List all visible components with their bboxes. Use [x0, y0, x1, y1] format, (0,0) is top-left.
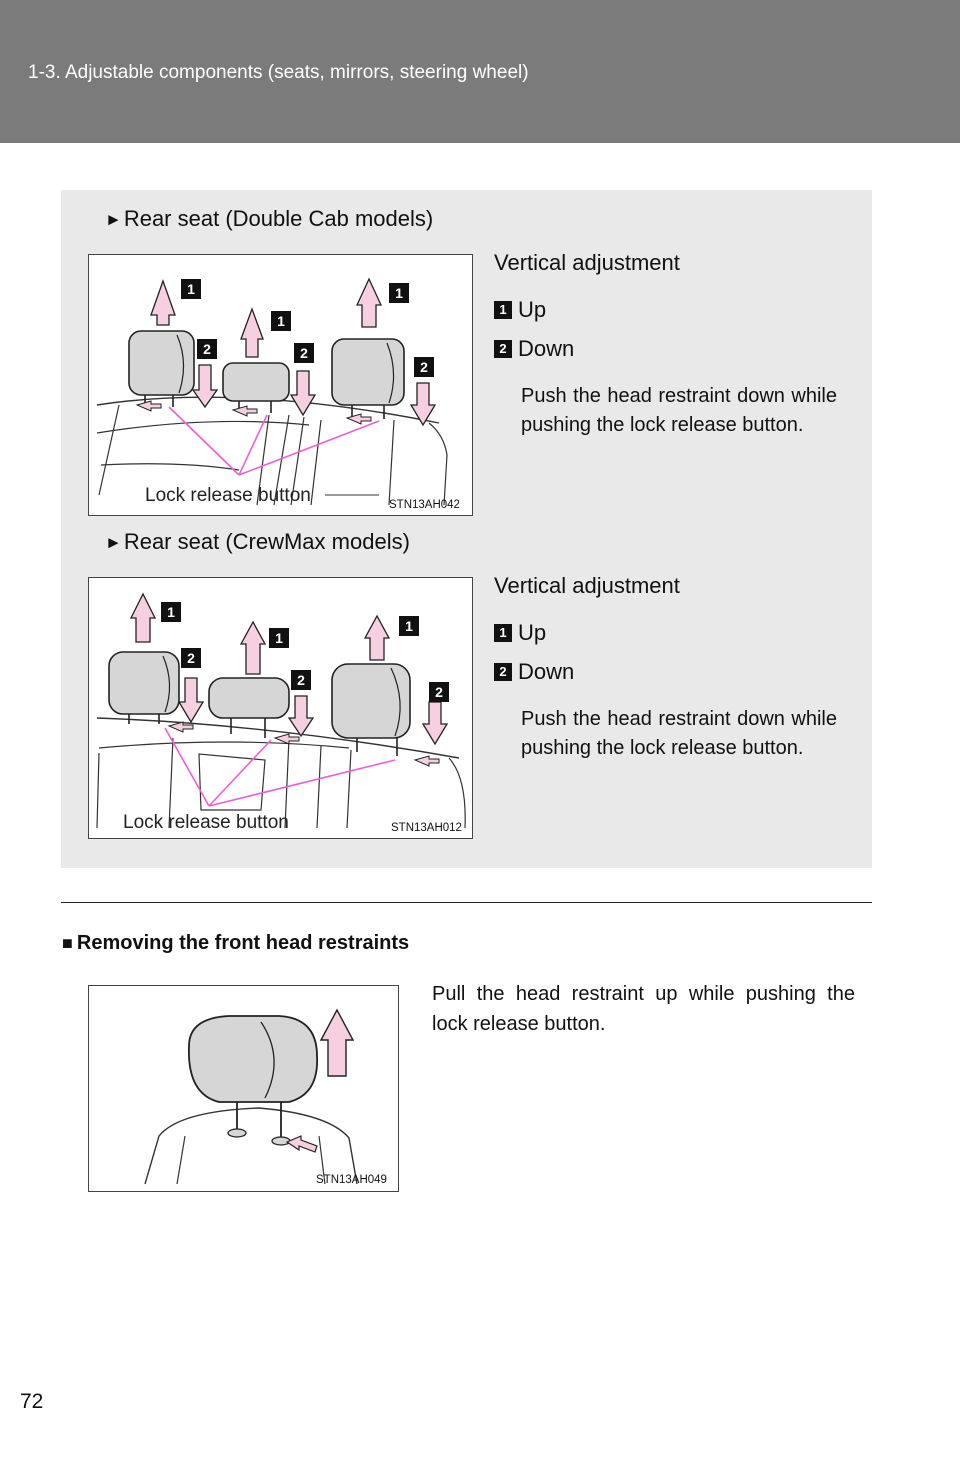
num-box-1: 1	[167, 604, 175, 620]
square-bullet-icon: ■	[62, 933, 73, 953]
num-box-2: 2	[300, 345, 308, 361]
num-badge-1: 1	[494, 624, 512, 642]
num-box-2: 2	[297, 672, 305, 688]
num-box-1: 1	[395, 285, 403, 301]
num-badge-2: 2	[494, 340, 512, 358]
page-number: 72	[20, 1390, 44, 1413]
triangle-bullet-icon: ►	[105, 533, 122, 552]
front-restraints-heading: ■Removing the front head restraints	[62, 932, 410, 954]
num-badge-2: 2	[494, 663, 512, 681]
crewmax-heading: ►Rear seat (CrewMax models)	[105, 529, 410, 554]
front-restraint-illustration	[144, 1008, 358, 1185]
front-restraint-figure: STN13AH049	[88, 985, 399, 1192]
section-title: 1-3. Adjustable components (seats, mirro…	[28, 62, 529, 83]
num-box-2: 2	[187, 650, 195, 666]
num-box-2: 2	[420, 359, 428, 375]
num-box-1: 1	[275, 630, 283, 646]
double-cab-figure: 1 1 1 2 2 2 Lock release button STN13AH0…	[88, 254, 473, 516]
lock-release-label: Lock release button	[123, 812, 289, 833]
num-box-2: 2	[435, 684, 443, 700]
figure-code: STN13AH042	[389, 499, 460, 511]
section-divider	[61, 902, 872, 903]
double-cab-heading: ►Rear seat (Double Cab models)	[105, 206, 434, 231]
num-badge-1: 1	[494, 301, 512, 319]
crewmax-figure: 1 1 1 2 2 2 Lock release button STN13AH0…	[88, 577, 473, 839]
crewmax-adjustment-title: Vertical adjustment	[494, 573, 680, 598]
page-header: 1-3. Adjustable components (seats, mirro…	[0, 0, 960, 143]
lock-release-label: Lock release button	[145, 485, 311, 506]
num-box-2: 2	[203, 341, 211, 357]
num-box-1: 1	[277, 313, 285, 329]
figure-code: STN13AH012	[391, 822, 462, 834]
double-cab-description: Push the head restraint down while pushi…	[521, 385, 837, 436]
num-box-1: 1	[187, 281, 195, 297]
double-cab-illustration: 1 1 1 2 2 2	[96, 277, 448, 506]
figure-code: STN13AH049	[316, 1174, 387, 1186]
crewmax-description: Push the head restraint down while pushi…	[521, 708, 837, 759]
num-box-1: 1	[405, 618, 413, 634]
crewmax-illustration: 1 1 1 2 2 2	[96, 592, 466, 829]
front-restraints-description: Pull the head restraint up while pushing…	[432, 983, 855, 1035]
triangle-bullet-icon: ►	[105, 210, 122, 229]
double-cab-adjustment-title: Vertical adjustment	[494, 250, 680, 275]
